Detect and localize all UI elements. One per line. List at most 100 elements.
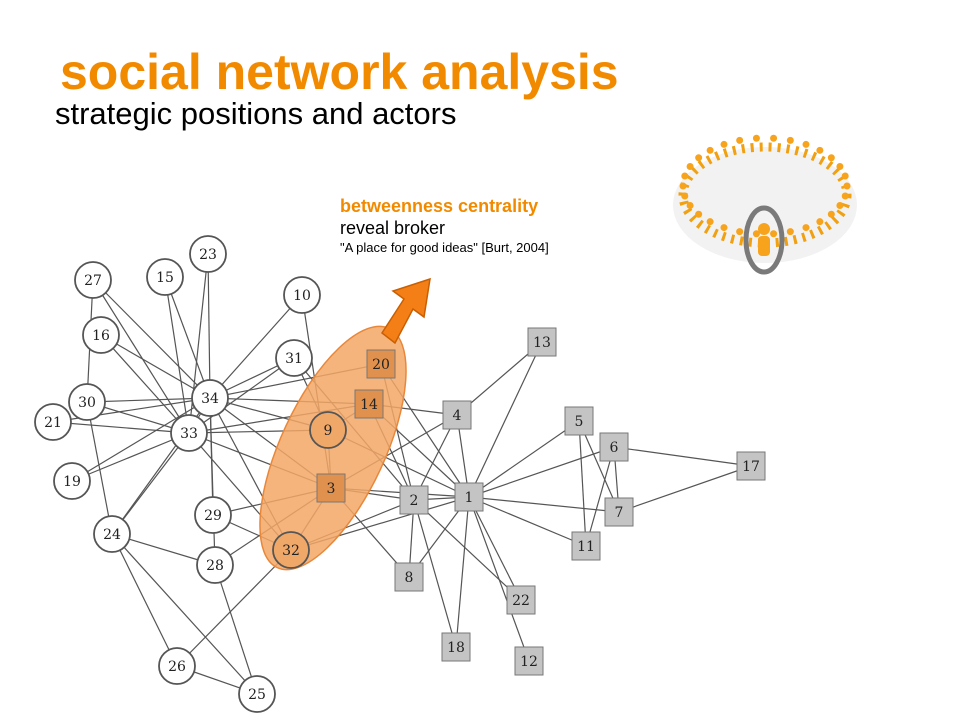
circle-node-26	[158, 647, 196, 685]
node-label: 28	[206, 558, 224, 574]
person-figure	[736, 136, 744, 144]
node-label: 3	[327, 481, 336, 497]
edge	[613, 446, 752, 467]
node-label: 10	[293, 288, 311, 304]
node-label: 25	[248, 687, 266, 703]
person-figure	[736, 228, 744, 236]
edge	[164, 276, 190, 434]
person-figure	[836, 162, 844, 170]
square-node-6	[599, 432, 629, 462]
square-node-7	[604, 497, 634, 527]
person-figure	[841, 192, 849, 200]
person-figure	[681, 172, 689, 180]
circle-node-27	[74, 261, 112, 299]
node-label: 15	[156, 270, 174, 286]
edge	[209, 294, 303, 399]
square-node-20	[366, 349, 396, 379]
circle-node-16	[82, 316, 120, 354]
edge	[413, 499, 457, 648]
person-figure	[770, 230, 778, 238]
edge	[111, 533, 258, 695]
edge	[468, 446, 615, 498]
edge	[209, 397, 216, 566]
person-figure	[827, 154, 835, 162]
node-label: 34	[201, 391, 219, 407]
person-figure	[720, 140, 728, 148]
circle-node-21	[34, 403, 72, 441]
node-label: 22	[512, 593, 530, 609]
circle-node-9	[309, 411, 347, 449]
node-label: 7	[615, 505, 624, 521]
edge	[618, 465, 752, 513]
edge	[92, 279, 190, 434]
node-label: 26	[168, 659, 186, 675]
circle-node-33	[170, 414, 208, 452]
node-label: 6	[610, 440, 619, 456]
edge	[111, 533, 178, 667]
square-node-2	[399, 485, 429, 515]
circle-node-32	[272, 531, 310, 569]
person-figure	[802, 224, 810, 232]
callout-line: reveal broker	[340, 218, 446, 238]
edge	[207, 253, 211, 399]
pointer-arrow-icon	[380, 277, 431, 345]
square-node-13	[527, 327, 557, 357]
person-figure	[786, 136, 794, 144]
person-figure	[827, 210, 835, 218]
person-figure	[836, 202, 844, 210]
square-node-17	[736, 451, 766, 481]
person-figure	[843, 182, 851, 190]
person-figure	[752, 230, 760, 238]
edge	[455, 496, 470, 648]
circle-node-30	[68, 383, 106, 421]
callout-quote: "A place for good ideas" [Burt, 2004]	[340, 240, 549, 255]
edge	[188, 357, 295, 434]
square-node-4	[442, 400, 472, 430]
node-label: 29	[204, 508, 222, 524]
edge	[100, 334, 211, 399]
circle-node-31	[275, 339, 313, 377]
person-figure	[706, 146, 714, 154]
node-label: 8	[405, 570, 414, 586]
edge	[52, 421, 190, 434]
edge	[176, 549, 292, 667]
square-node-11	[571, 531, 601, 561]
square-node-8	[394, 562, 424, 592]
square-node-18	[441, 632, 471, 662]
node-label: 20	[372, 357, 390, 373]
circle-node-24	[93, 515, 131, 553]
edge	[413, 499, 522, 601]
edge	[214, 564, 258, 695]
node-label: 13	[533, 335, 551, 351]
person-figure	[686, 202, 694, 210]
node-label: 14	[360, 397, 378, 413]
node-label: 9	[324, 423, 333, 439]
person-figure	[695, 210, 703, 218]
edge	[111, 432, 190, 535]
person-figure	[816, 146, 824, 154]
node-label: 30	[78, 395, 96, 411]
edge	[468, 496, 587, 547]
square-node-1	[454, 482, 484, 512]
node-label: 32	[282, 543, 300, 559]
person-figure	[686, 162, 694, 170]
person-figure	[841, 172, 849, 180]
node-label: 18	[447, 640, 465, 656]
edge	[468, 341, 543, 498]
person-figure	[786, 228, 794, 236]
node-label: 21	[44, 415, 62, 431]
circle-node-28	[196, 546, 234, 584]
node-label: 12	[520, 654, 538, 670]
person-figure	[816, 218, 824, 226]
edge	[578, 420, 587, 547]
callout-heading: betweenness centrality	[340, 196, 539, 216]
person-figure	[752, 134, 760, 142]
circle-node-15	[146, 258, 184, 296]
node-label: 5	[575, 414, 584, 430]
slide-subtitle: strategic positions and actors	[55, 96, 457, 131]
edge	[71, 432, 190, 482]
node-label: 16	[92, 328, 110, 344]
edge	[468, 420, 580, 498]
